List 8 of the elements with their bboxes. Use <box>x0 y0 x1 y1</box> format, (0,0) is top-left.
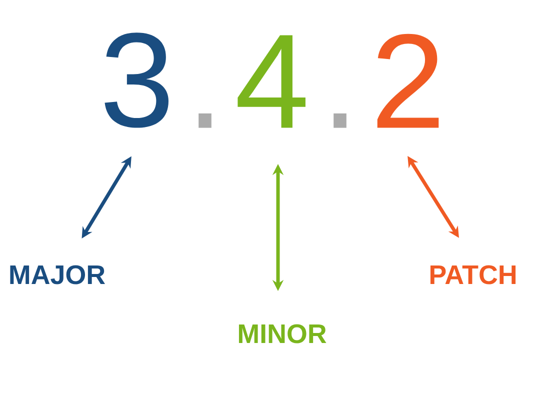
separator-dot: . <box>334 113 346 128</box>
version-part-label: MINOR <box>238 324 326 344</box>
version-digit: 2 <box>377 34 439 128</box>
version-digit: 4 <box>238 35 306 128</box>
version-part-label: PATCH <box>430 265 516 284</box>
version-digit: 3 <box>104 32 168 128</box>
separator-dot: . <box>198 113 212 128</box>
version-part-label: MAJOR <box>10 265 106 284</box>
